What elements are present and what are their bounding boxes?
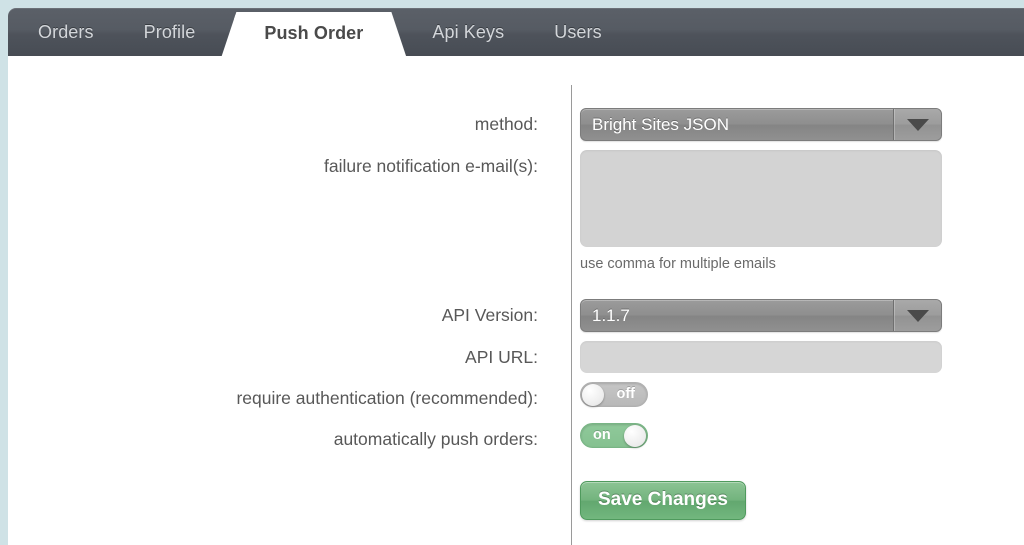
- form-row-auto-push: automatically push orders: on: [8, 423, 1024, 455]
- require-auth-toggle[interactable]: off: [580, 382, 648, 407]
- api-url-input[interactable]: [580, 341, 942, 373]
- method-field: Bright Sites JSON: [560, 108, 942, 141]
- chevron-down-icon[interactable]: [893, 109, 941, 140]
- tab-orders-label: Orders: [38, 21, 94, 42]
- auto-push-toggle[interactable]: on: [580, 423, 648, 448]
- failure-emails-label: failure notification e-mail(s):: [324, 156, 538, 176]
- tab-bar: Orders Profile Push Order Api Keys Users: [8, 8, 1024, 56]
- form-row-require-auth: require authentication (recommended): of…: [8, 382, 1024, 414]
- tab-users[interactable]: Users: [529, 8, 627, 56]
- toggle-knob: [624, 425, 646, 447]
- toggle-knob: [582, 384, 604, 406]
- api-version-select-value: 1.1.7: [592, 305, 630, 325]
- vertical-divider: [571, 85, 572, 545]
- method-select-value: Bright Sites JSON: [592, 114, 729, 134]
- failure-emails-field: use comma for multiple emails: [560, 150, 942, 274]
- require-auth-label: require authentication (recommended):: [236, 388, 538, 408]
- failure-emails-textarea[interactable]: [580, 150, 942, 247]
- form-spacer: [8, 283, 1024, 299]
- tab-profile-label: Profile: [143, 21, 196, 42]
- auto-push-toggle-state: on: [593, 427, 611, 443]
- api-url-label: API URL:: [465, 347, 538, 367]
- tab-list: Orders Profile Push Order Api Keys Users: [8, 8, 627, 56]
- api-version-select[interactable]: 1.1.7: [580, 299, 942, 332]
- tab-users-label: Users: [554, 21, 602, 42]
- chevron-down-icon[interactable]: [893, 300, 941, 331]
- method-label: method:: [474, 114, 538, 134]
- caret-shape: [906, 309, 929, 322]
- push-order-form: method: Bright Sites JSON failure notifi…: [8, 108, 1024, 529]
- caret-shape: [906, 118, 929, 131]
- tab-api-keys-label: Api Keys: [432, 21, 505, 42]
- save-changes-button[interactable]: Save Changes: [580, 481, 746, 520]
- tab-push-order[interactable]: Push Order: [220, 8, 407, 56]
- failure-emails-hint: use comma for multiple emails: [580, 256, 776, 272]
- api-version-field: 1.1.7: [560, 299, 942, 332]
- active-tab-shape: [220, 12, 407, 60]
- tab-push-order-label: Push Order: [264, 22, 364, 43]
- content-panel: method: Bright Sites JSON failure notifi…: [8, 56, 1024, 545]
- method-select[interactable]: Bright Sites JSON: [580, 108, 942, 141]
- form-row-save: Save Changes: [8, 464, 1024, 520]
- api-version-label: API Version:: [441, 305, 538, 325]
- form-row-failure-emails: failure notification e-mail(s): use comm…: [8, 150, 1024, 274]
- auto-push-label: automatically push orders:: [333, 429, 538, 449]
- api-url-field: [560, 341, 942, 373]
- tab-orders[interactable]: Orders: [8, 8, 119, 56]
- save-field: Save Changes: [560, 464, 746, 520]
- auto-push-field: on: [560, 423, 648, 448]
- form-row-api-version: API Version: 1.1.7: [8, 299, 1024, 332]
- require-auth-toggle-state: off: [616, 386, 635, 402]
- tab-api-keys[interactable]: Api Keys: [407, 8, 529, 56]
- require-auth-field: off: [560, 382, 648, 407]
- tab-profile[interactable]: Profile: [119, 8, 221, 56]
- form-row-method: method: Bright Sites JSON: [8, 108, 1024, 141]
- form-row-api-url: API URL:: [8, 341, 1024, 373]
